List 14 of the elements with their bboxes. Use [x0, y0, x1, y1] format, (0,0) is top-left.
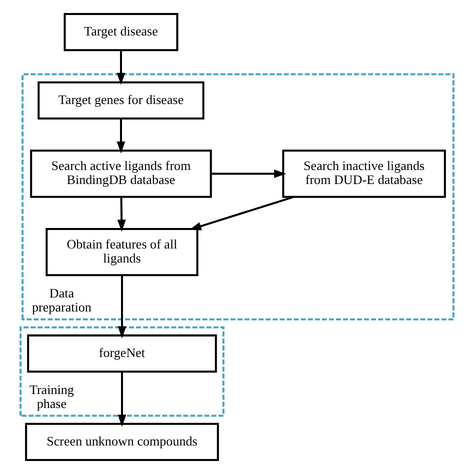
- node-box: Target disease: [64, 13, 178, 52]
- arrow: [211, 170, 286, 178]
- arrow: [117, 197, 126, 232]
- node-box: Obtain features of all ligands: [46, 228, 198, 276]
- arrow: [116, 50, 126, 85]
- node-box: Target genes for disease: [38, 81, 204, 120]
- node-box: Search active ligands from BindingDB database: [30, 150, 212, 198]
- arrow: [116, 118, 126, 154]
- node-box: Search inactive ligands from DUD-E database: [282, 150, 446, 198]
- node-box: Screen unknown compounds: [25, 422, 219, 461]
- arrow: [118, 276, 126, 338]
- arrow: [189, 196, 294, 230]
- arrow: [118, 372, 126, 427]
- node-box: forgeNet: [27, 334, 217, 373]
